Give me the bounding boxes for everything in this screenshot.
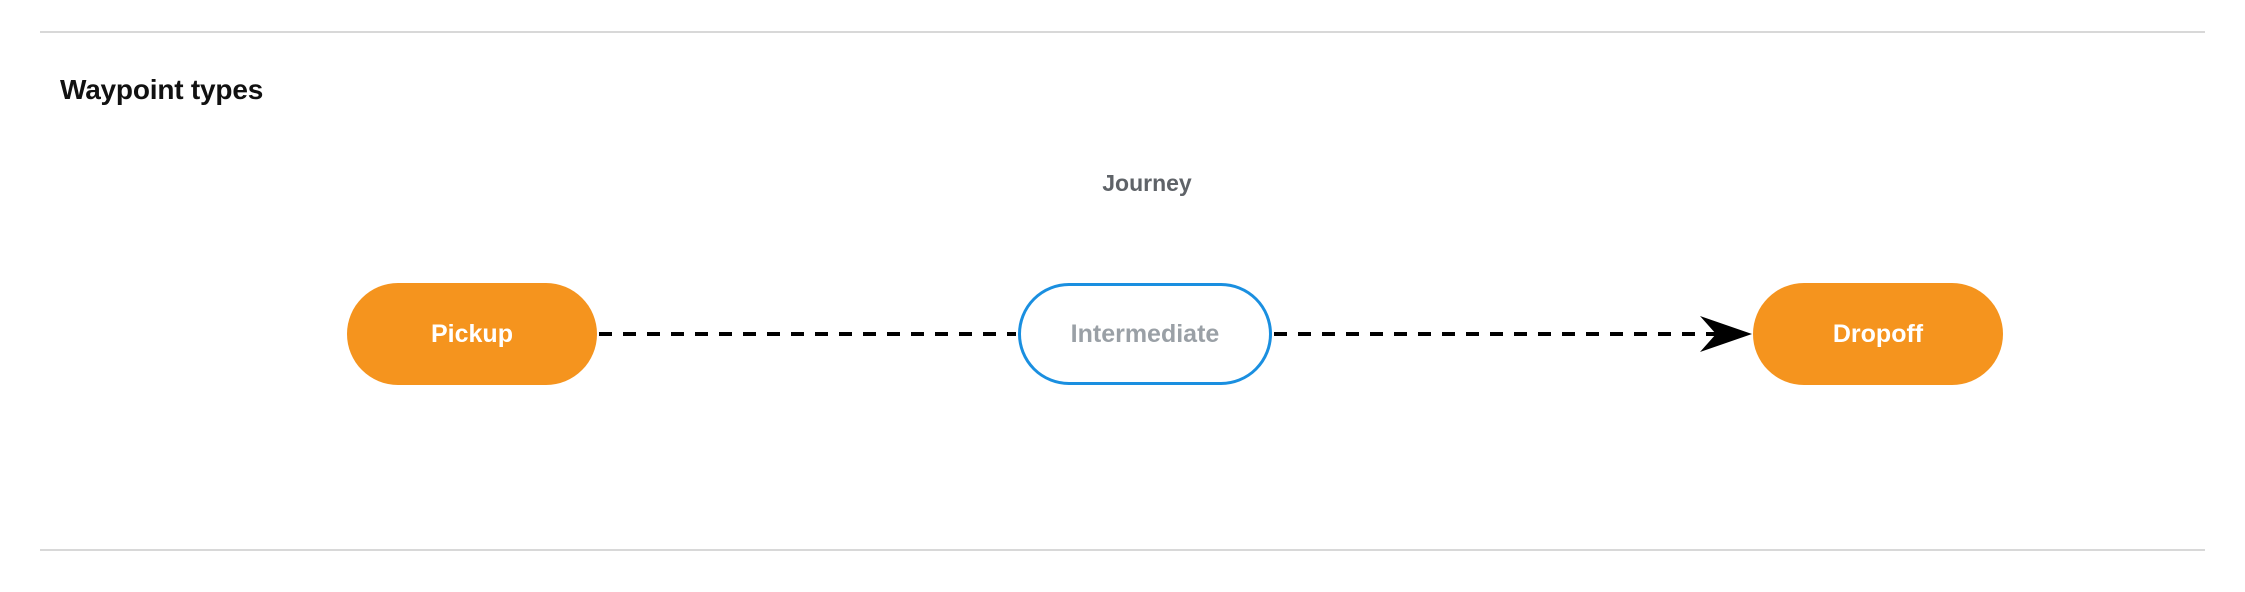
journey-group-label: Journey [1102, 170, 1192, 196]
waypoint-node-dropoff-label: Dropoff [1832, 319, 1924, 348]
edge-arrowhead-icon [1700, 316, 1752, 352]
waypoint-node-dropoff[interactable]: Dropoff [1753, 283, 2003, 385]
section-divider-bottom [40, 549, 2205, 551]
waypoint-node-intermediate-label: Intermediate [1070, 319, 1220, 348]
waypoint-node-pickup[interactable]: Pickup [347, 283, 597, 385]
waypoint-node-intermediate[interactable]: Intermediate [1018, 283, 1272, 385]
waypoint-node-pickup-label: Pickup [431, 319, 513, 348]
page-title: Waypoint types [60, 74, 264, 105]
section-divider-top [40, 31, 2205, 33]
